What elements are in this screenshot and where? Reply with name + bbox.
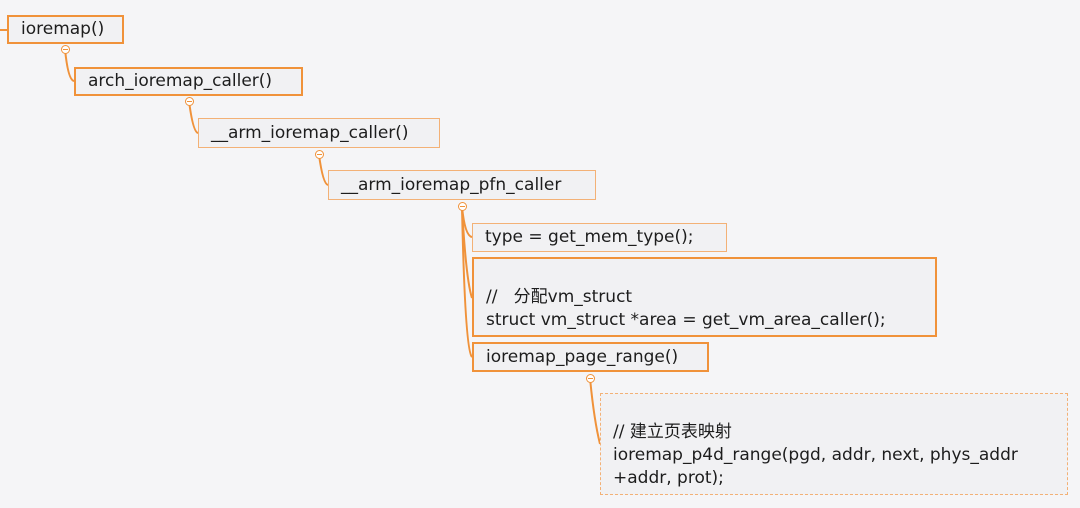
connector-range-p4d: [589, 377, 601, 445]
node-p4d-range[interactable]: // 建立页表映射 ioremap_p4d_range(pgd, addr, n…: [600, 393, 1068, 495]
node-ioremap[interactable]: ioremap(): [7, 15, 124, 44]
collapse-minus-icon[interactable]: [61, 45, 70, 54]
collapse-minus-icon[interactable]: [458, 202, 467, 211]
node-arm-ioremap-pfn-caller-label: __arm_ioremap_pfn_caller: [341, 174, 562, 195]
node-ioremap-page-range-label: ioremap_page_range(): [486, 346, 679, 367]
collapse-minus-icon[interactable]: [586, 374, 595, 383]
node-p4d-range-code-cont: +addr, prot);: [613, 468, 724, 488]
connector-arm-pfn: [318, 154, 329, 186]
node-arch-ioremap-caller[interactable]: arch_ioremap_caller(): [74, 67, 303, 96]
node-get-mem-type[interactable]: type = get_mem_type();: [472, 223, 727, 252]
node-vm-struct-comment: // 分配vm_struct: [486, 287, 633, 307]
node-arm-ioremap-caller[interactable]: __arm_ioremap_caller(): [198, 118, 440, 148]
node-ioremap-page-range[interactable]: ioremap_page_range(): [472, 342, 709, 372]
connector-pfn-range: [461, 206, 473, 358]
node-ioremap-label: ioremap(): [21, 19, 105, 39]
node-arm-ioremap-caller-label: __arm_ioremap_caller(): [211, 122, 409, 143]
node-arm-ioremap-pfn-caller[interactable]: __arm_ioremap_pfn_caller: [328, 170, 596, 200]
node-vm-struct[interactable]: // 分配vm_struct struct vm_struct *area = …: [472, 257, 937, 337]
node-arch-ioremap-caller-label: arch_ioremap_caller(): [88, 71, 273, 91]
node-p4d-range-comment: // 建立页表映射: [613, 422, 732, 442]
connector-pfn-vm: [461, 206, 473, 299]
node-get-mem-type-label: type = get_mem_type();: [485, 227, 694, 247]
connector-pfn-mem: [461, 206, 473, 238]
node-vm-struct-code: struct vm_struct *area = get_vm_area_cal…: [486, 310, 886, 330]
collapse-minus-icon[interactable]: [185, 97, 194, 106]
node-p4d-range-code: ioremap_p4d_range(pgd, addr, next, phys_…: [613, 445, 1018, 465]
collapse-minus-icon[interactable]: [315, 150, 324, 159]
